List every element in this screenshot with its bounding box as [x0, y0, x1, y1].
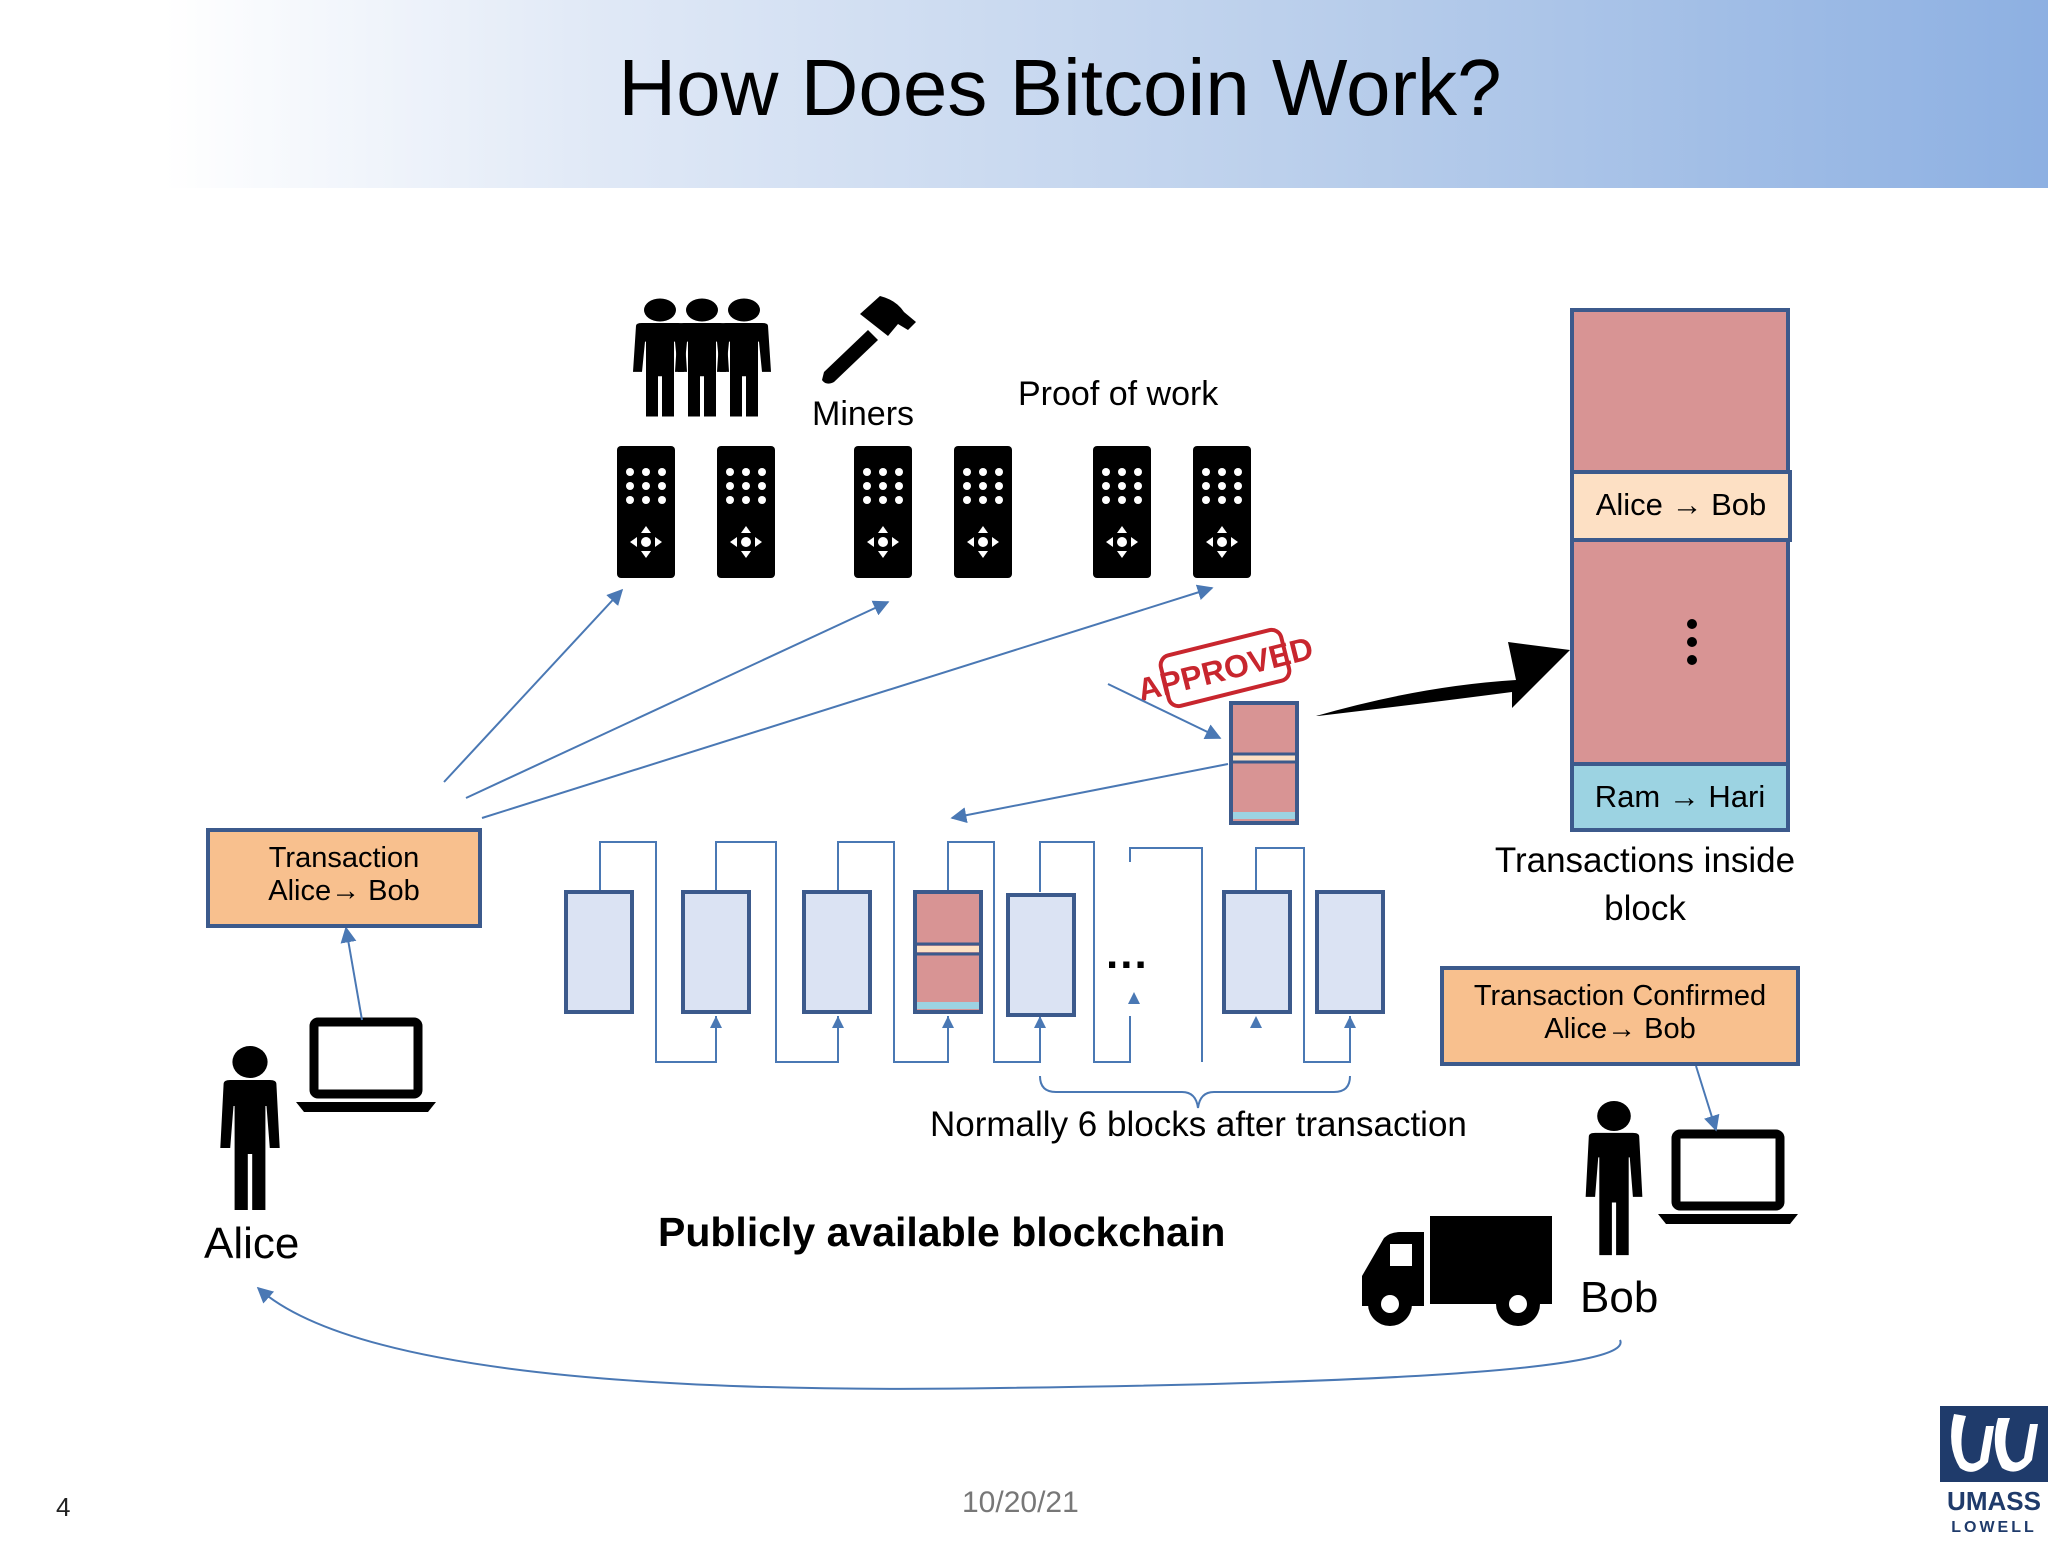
transaction-box-line1: Transaction: [268, 842, 420, 874]
title-band: [0, 0, 2048, 188]
bob-person-icon: [1585, 1100, 1643, 1256]
alice-person-icon: [220, 1046, 280, 1210]
transaction-confirmed-box: Transaction Confirmed Alice→ Bob: [1440, 966, 1800, 1066]
logo-text-lowell: LOWELL: [1951, 1519, 2037, 1536]
miners-label: Miners: [812, 395, 915, 433]
six-blocks-brace: [1039, 1075, 1351, 1109]
bob-label: Bob: [1580, 1273, 1659, 1322]
slide-date: 10/20/21: [962, 1486, 1079, 1519]
approved-block: [1229, 701, 1299, 825]
chain-links: [599, 841, 1351, 1063]
alice-laptop-icon: [296, 1022, 436, 1112]
big-black-arrow: [1316, 642, 1570, 716]
umass-logo-icon: UMASS LOWELL: [1940, 1406, 2048, 1536]
bob-laptop-icon: [1658, 1134, 1798, 1224]
proof-of-work-label: Proof of work: [1018, 375, 1219, 413]
six-blocks-label: Normally 6 blocks after transaction: [930, 1105, 1467, 1144]
block-label: block: [1604, 889, 1686, 928]
alice-label: Alice: [204, 1219, 300, 1268]
block-tx-alice-bob: Alice → Bob: [1595, 487, 1767, 522]
slide-title: How Does Bitcoin Work?: [618, 43, 1502, 132]
hammer-icon: [822, 296, 916, 384]
chain-block-current: [913, 890, 983, 1014]
server-icon: [617, 446, 1251, 578]
transactions-inside-label: Transactions inside: [1494, 841, 1796, 880]
payment-return-arrow: [256, 1286, 1622, 1390]
logo-text-umass: UMASS: [1947, 1486, 2041, 1516]
transaction-box-line2: Alice→ Bob: [268, 875, 420, 907]
truck-icon: [1362, 1216, 1552, 1326]
page-number: 4: [56, 1492, 71, 1522]
block-tx-ram-hari: Ram → Hari: [1594, 779, 1766, 814]
block-detail: [1570, 308, 1792, 832]
approved-stamp-icon: APPROVED: [1134, 627, 1317, 708]
confirmed-box-line2: Alice→ Bob: [1544, 1013, 1696, 1045]
transaction-box: Transaction Alice→ Bob: [206, 828, 482, 928]
chain-ellipsis: ...: [1106, 929, 1149, 978]
confirmed-box-line1: Transaction Confirmed: [1473, 980, 1767, 1012]
chain-arrowheads: [710, 992, 1356, 1028]
people-icon: [633, 298, 771, 417]
public-blockchain-label: Publicly available blockchain: [658, 1209, 1226, 1255]
broadcast-arrows: [443, 584, 1214, 819]
blockchain: [564, 890, 1385, 1017]
